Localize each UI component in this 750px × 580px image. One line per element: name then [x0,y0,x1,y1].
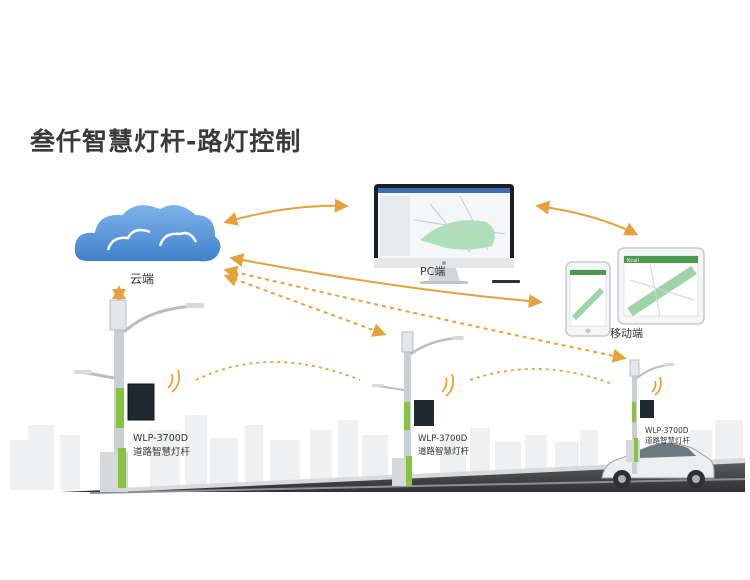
smart-pole-1: WLP-3700D 道路智慧灯杆 [74,299,204,492]
mobile-label: 移动端 [610,327,643,340]
cloud-label: 云端 [130,272,154,286]
cloud-pole2-arrow [223,273,387,337]
cloud-pc-arrow [223,198,349,226]
pole-2-name: 道路智慧灯杆 [418,446,470,457]
pole-3-model: WLP-3700D [645,426,689,435]
monitor-icon [374,184,520,284]
page-title: 叁仟智慧灯杆-路灯控制 [30,127,302,156]
cloud-pole3-arrow [223,265,627,363]
pole-1-model: WLP-3700D [133,433,188,444]
car-image [601,442,715,488]
smart-pole-2: WLP-3700D 道路智慧灯杆 [372,331,470,486]
wifi-icon [167,369,662,397]
connection-arrows [112,198,639,363]
city-skyline [10,415,743,490]
tablet-icon: Kcall [617,247,705,325]
pc-node: PC端 [374,184,520,284]
cloud-node: 云端 [72,203,223,286]
phone-icon [565,261,611,337]
pc-label: PC端 [420,265,445,278]
pole-3-name: 道路智慧灯杆 [645,435,690,445]
pc-mobile-arrow [535,200,639,236]
wireless-links [195,361,613,385]
pole-2-model: WLP-3700D [418,434,468,444]
tablet-header-text: Kcall [627,258,639,264]
cloud-icon [72,203,223,264]
mobile-node: Kcall 移动端 [565,247,705,340]
smart-pole-3: WLP-3700D 道路智慧灯杆 [626,359,690,474]
pole-1-name: 道路智慧灯杆 [133,446,191,458]
